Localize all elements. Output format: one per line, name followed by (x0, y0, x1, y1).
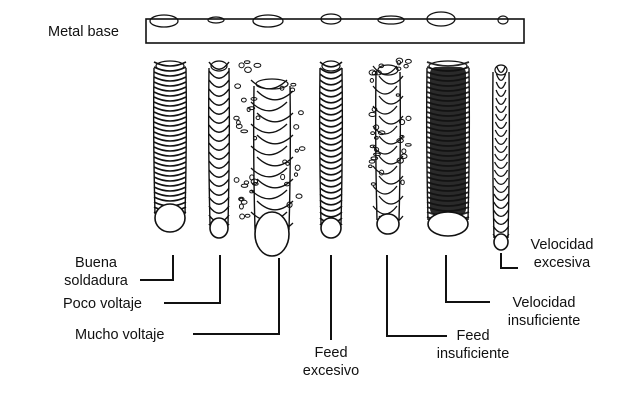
bead-feed-excesivo (318, 60, 344, 239)
label-buena-soldadura-line2: soldadura (64, 273, 128, 289)
label-feed-insuficiente-line1: Feed (456, 328, 490, 344)
bead-feed-insuficiente (372, 64, 404, 235)
leader-feed-insuficiente (386, 255, 447, 337)
spatter-mucho-voltaje (233, 60, 306, 220)
label-velocidad-insuficiente-line1: Velocidad (512, 295, 576, 311)
label-feed-insuficiente-line2: insuficiente (436, 346, 510, 362)
label-feed-insuficiente: Feed insuficiente (424, 327, 522, 363)
weld-beads (152, 60, 511, 257)
leader-buena-soldadura (140, 255, 174, 281)
leader-velocidad-insuficiente (445, 255, 490, 303)
label-buena-soldadura-line1: Buena (75, 255, 117, 271)
bead-velocidad-insuficiente (425, 60, 471, 237)
bead-mucho-voltaje (250, 78, 294, 257)
label-velocidad-excesiva-line1: Velocidad (530, 237, 594, 253)
leader-poco-voltaje (164, 255, 221, 304)
leader-velocidad-excesiva (500, 253, 518, 269)
label-feed-excesivo: Feed excesivo (291, 344, 371, 380)
label-velocidad-insuficiente: Velocidad insuficiente (492, 294, 596, 330)
leader-mucho-voltaje (193, 258, 280, 335)
metal-base-plate (145, 11, 525, 44)
label-poco-voltaje: Poco voltaje (63, 296, 142, 312)
label-velocidad-insuficiente-line2: insuficiente (507, 313, 581, 329)
label-mucho-voltaje: Mucho voltaje (75, 327, 165, 343)
bead-poco-voltaje (207, 60, 231, 239)
metal-base-label: Metal base (48, 24, 119, 40)
label-velocidad-excesiva: Velocidad excesiva (519, 236, 605, 272)
bead-buena-soldadura (152, 60, 188, 233)
spatter-feed-insuficiente (368, 57, 412, 186)
leader-lines (140, 253, 518, 340)
spatter-dots (233, 57, 412, 220)
label-buena-soldadura: Buena soldadura (56, 254, 136, 290)
label-feed-excesivo-line2: excesivo (302, 363, 360, 379)
label-velocidad-excesiva-line2: excesiva (533, 255, 591, 271)
label-feed-excesivo-line1: Feed (314, 345, 348, 361)
bead-velocidad-excesiva (491, 64, 511, 251)
